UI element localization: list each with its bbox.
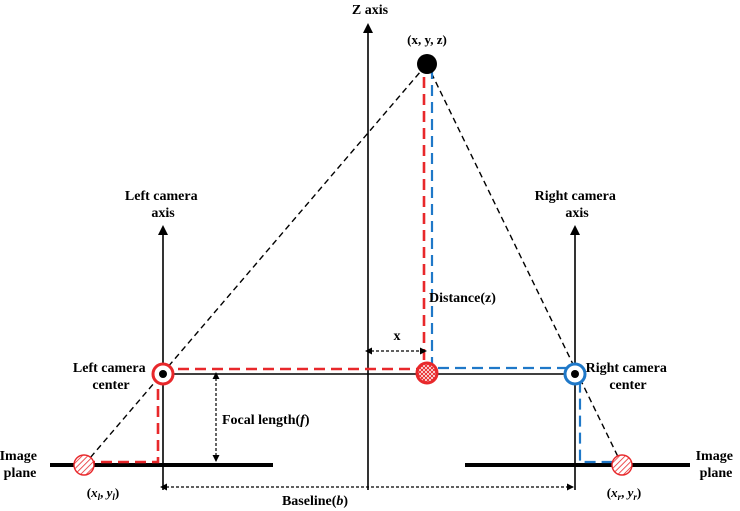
left-camera-axis-label: Left camera axis (125, 189, 201, 221)
left-projection-ray (83, 63, 428, 466)
right-image-plane-label: Image plane (696, 449, 737, 481)
right-image-point (611, 454, 633, 476)
right-projection-ray (426, 63, 623, 466)
left-camera-center-dot (159, 370, 167, 378)
world-point-label: (x, y, z) (407, 32, 447, 47)
left-camera-center-label: Left camera center (73, 361, 149, 393)
left-red-dashed-path (84, 68, 426, 464)
right-blue-dashed-path (430, 68, 622, 464)
right-image-point-label: (xr, yr) (607, 485, 642, 502)
midpoint-marker (415, 361, 439, 385)
right-camera-axis-label: Right camera axis (535, 189, 620, 221)
baseline-label: Baseline(b) (282, 494, 348, 509)
left-image-point (73, 454, 95, 476)
distance-label: Distance(z) (429, 291, 496, 306)
world-point (417, 54, 437, 74)
right-camera-center-label: Right camera center (586, 361, 671, 393)
left-image-plane-label: Image plane (0, 449, 40, 481)
left-image-point-label: (xl, yl) (87, 485, 120, 502)
focal-length-label: Focal length(f) (222, 413, 310, 428)
x-dimension-label: x (394, 329, 401, 344)
right-camera-center-dot (571, 370, 579, 378)
z-axis-label: Z axis (352, 3, 389, 18)
